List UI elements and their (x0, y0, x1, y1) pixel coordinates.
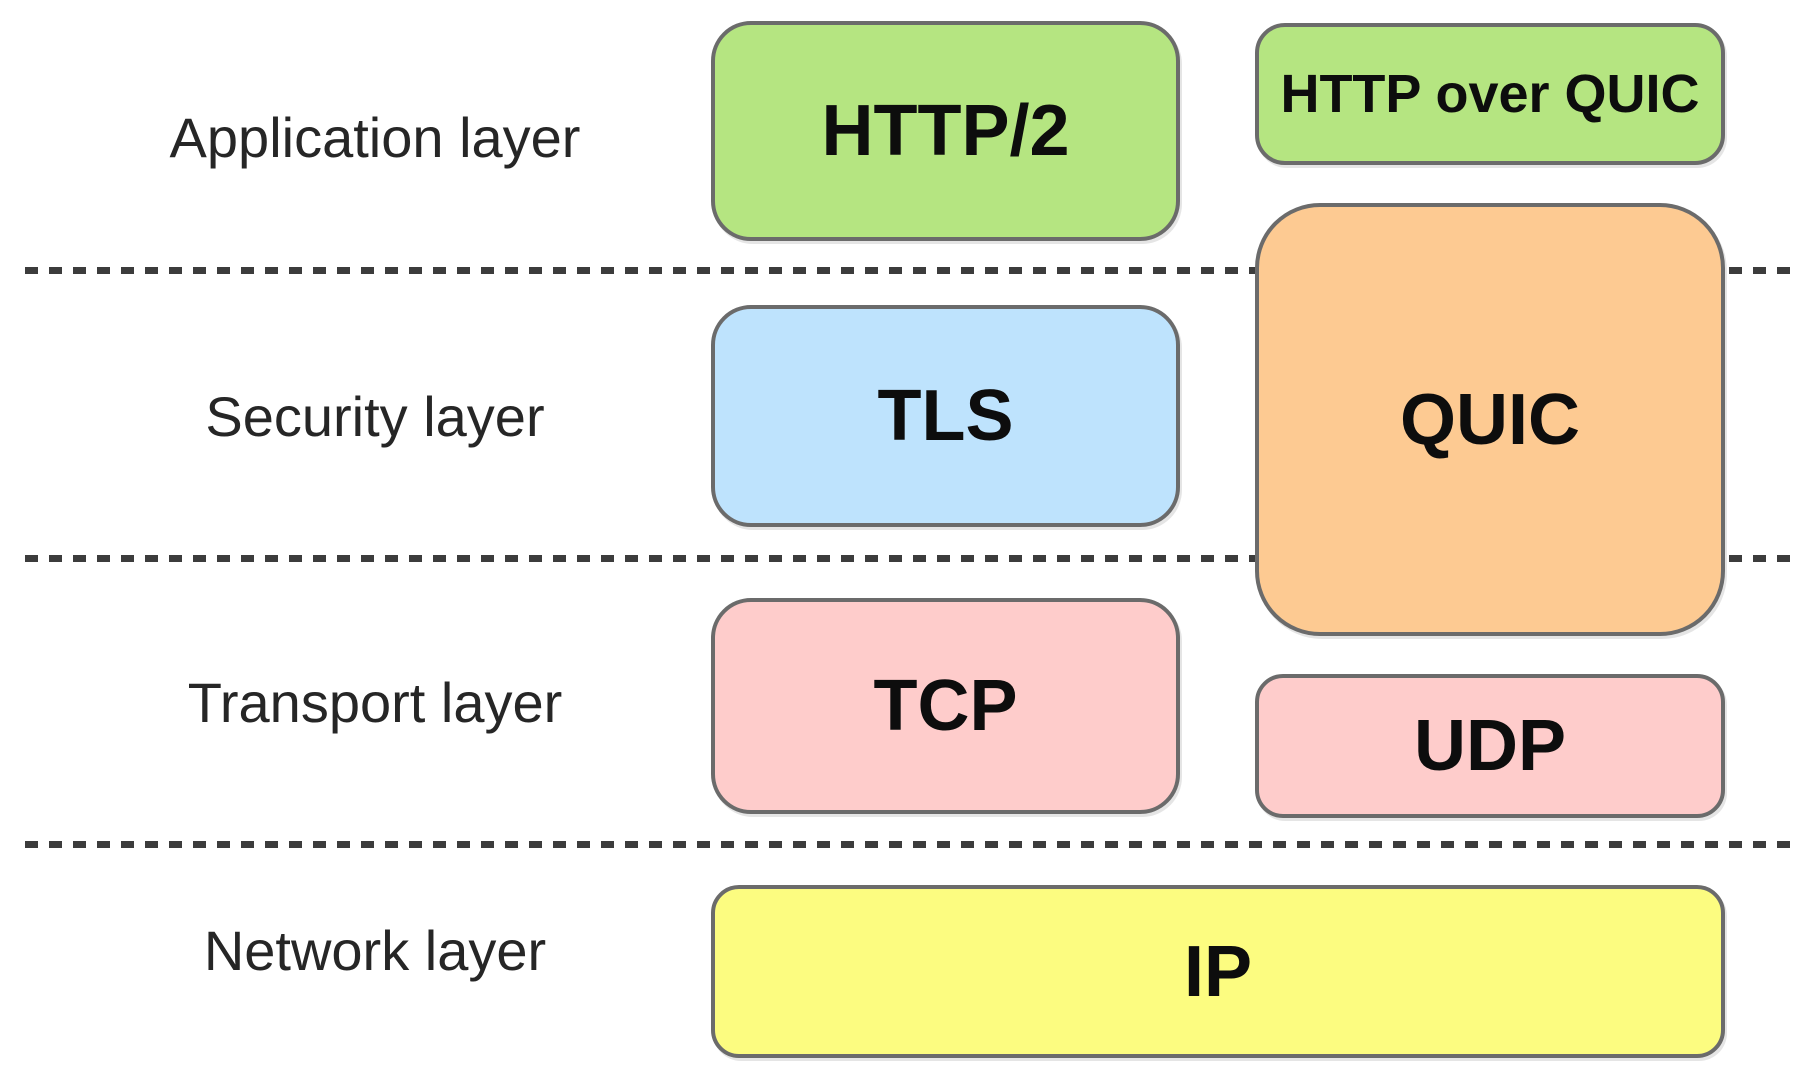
protocol-box-udp: UDP (1255, 674, 1725, 818)
layer-divider-security-transport (25, 555, 1793, 562)
protocol-box-tls: TLS (711, 305, 1180, 527)
protocol-box-http2-label: HTTP/2 (821, 91, 1070, 171)
protocol-box-http2: HTTP/2 (711, 21, 1180, 241)
protocol-box-udp-label: UDP (1413, 706, 1566, 786)
protocol-box-tcp: TCP (711, 598, 1180, 814)
layer-label-transport: Transport layer (187, 671, 563, 734)
layer-label-network: Network layer (203, 919, 547, 982)
layer-label-application: Application layer (169, 106, 581, 169)
protocol-box-ip-label: IP (1183, 931, 1253, 1012)
protocol-box-quic-label: QUIC (1400, 379, 1580, 460)
layer-divider-transport-network (25, 841, 1793, 848)
layer-divider-application-security (25, 267, 1793, 274)
protocol-box-ip: IP (711, 885, 1725, 1058)
protocol-box-http-over-quic: HTTP over QUIC (1255, 23, 1725, 165)
protocol-box-http-over-quic-label: HTTP over QUIC (1280, 64, 1700, 124)
protocol-box-quic: QUIC (1255, 203, 1725, 636)
protocol-box-tcp-label: TCP (873, 666, 1018, 746)
protocol-box-tls-label: TLS (877, 376, 1014, 456)
layer-label-security: Security layer (205, 385, 545, 448)
